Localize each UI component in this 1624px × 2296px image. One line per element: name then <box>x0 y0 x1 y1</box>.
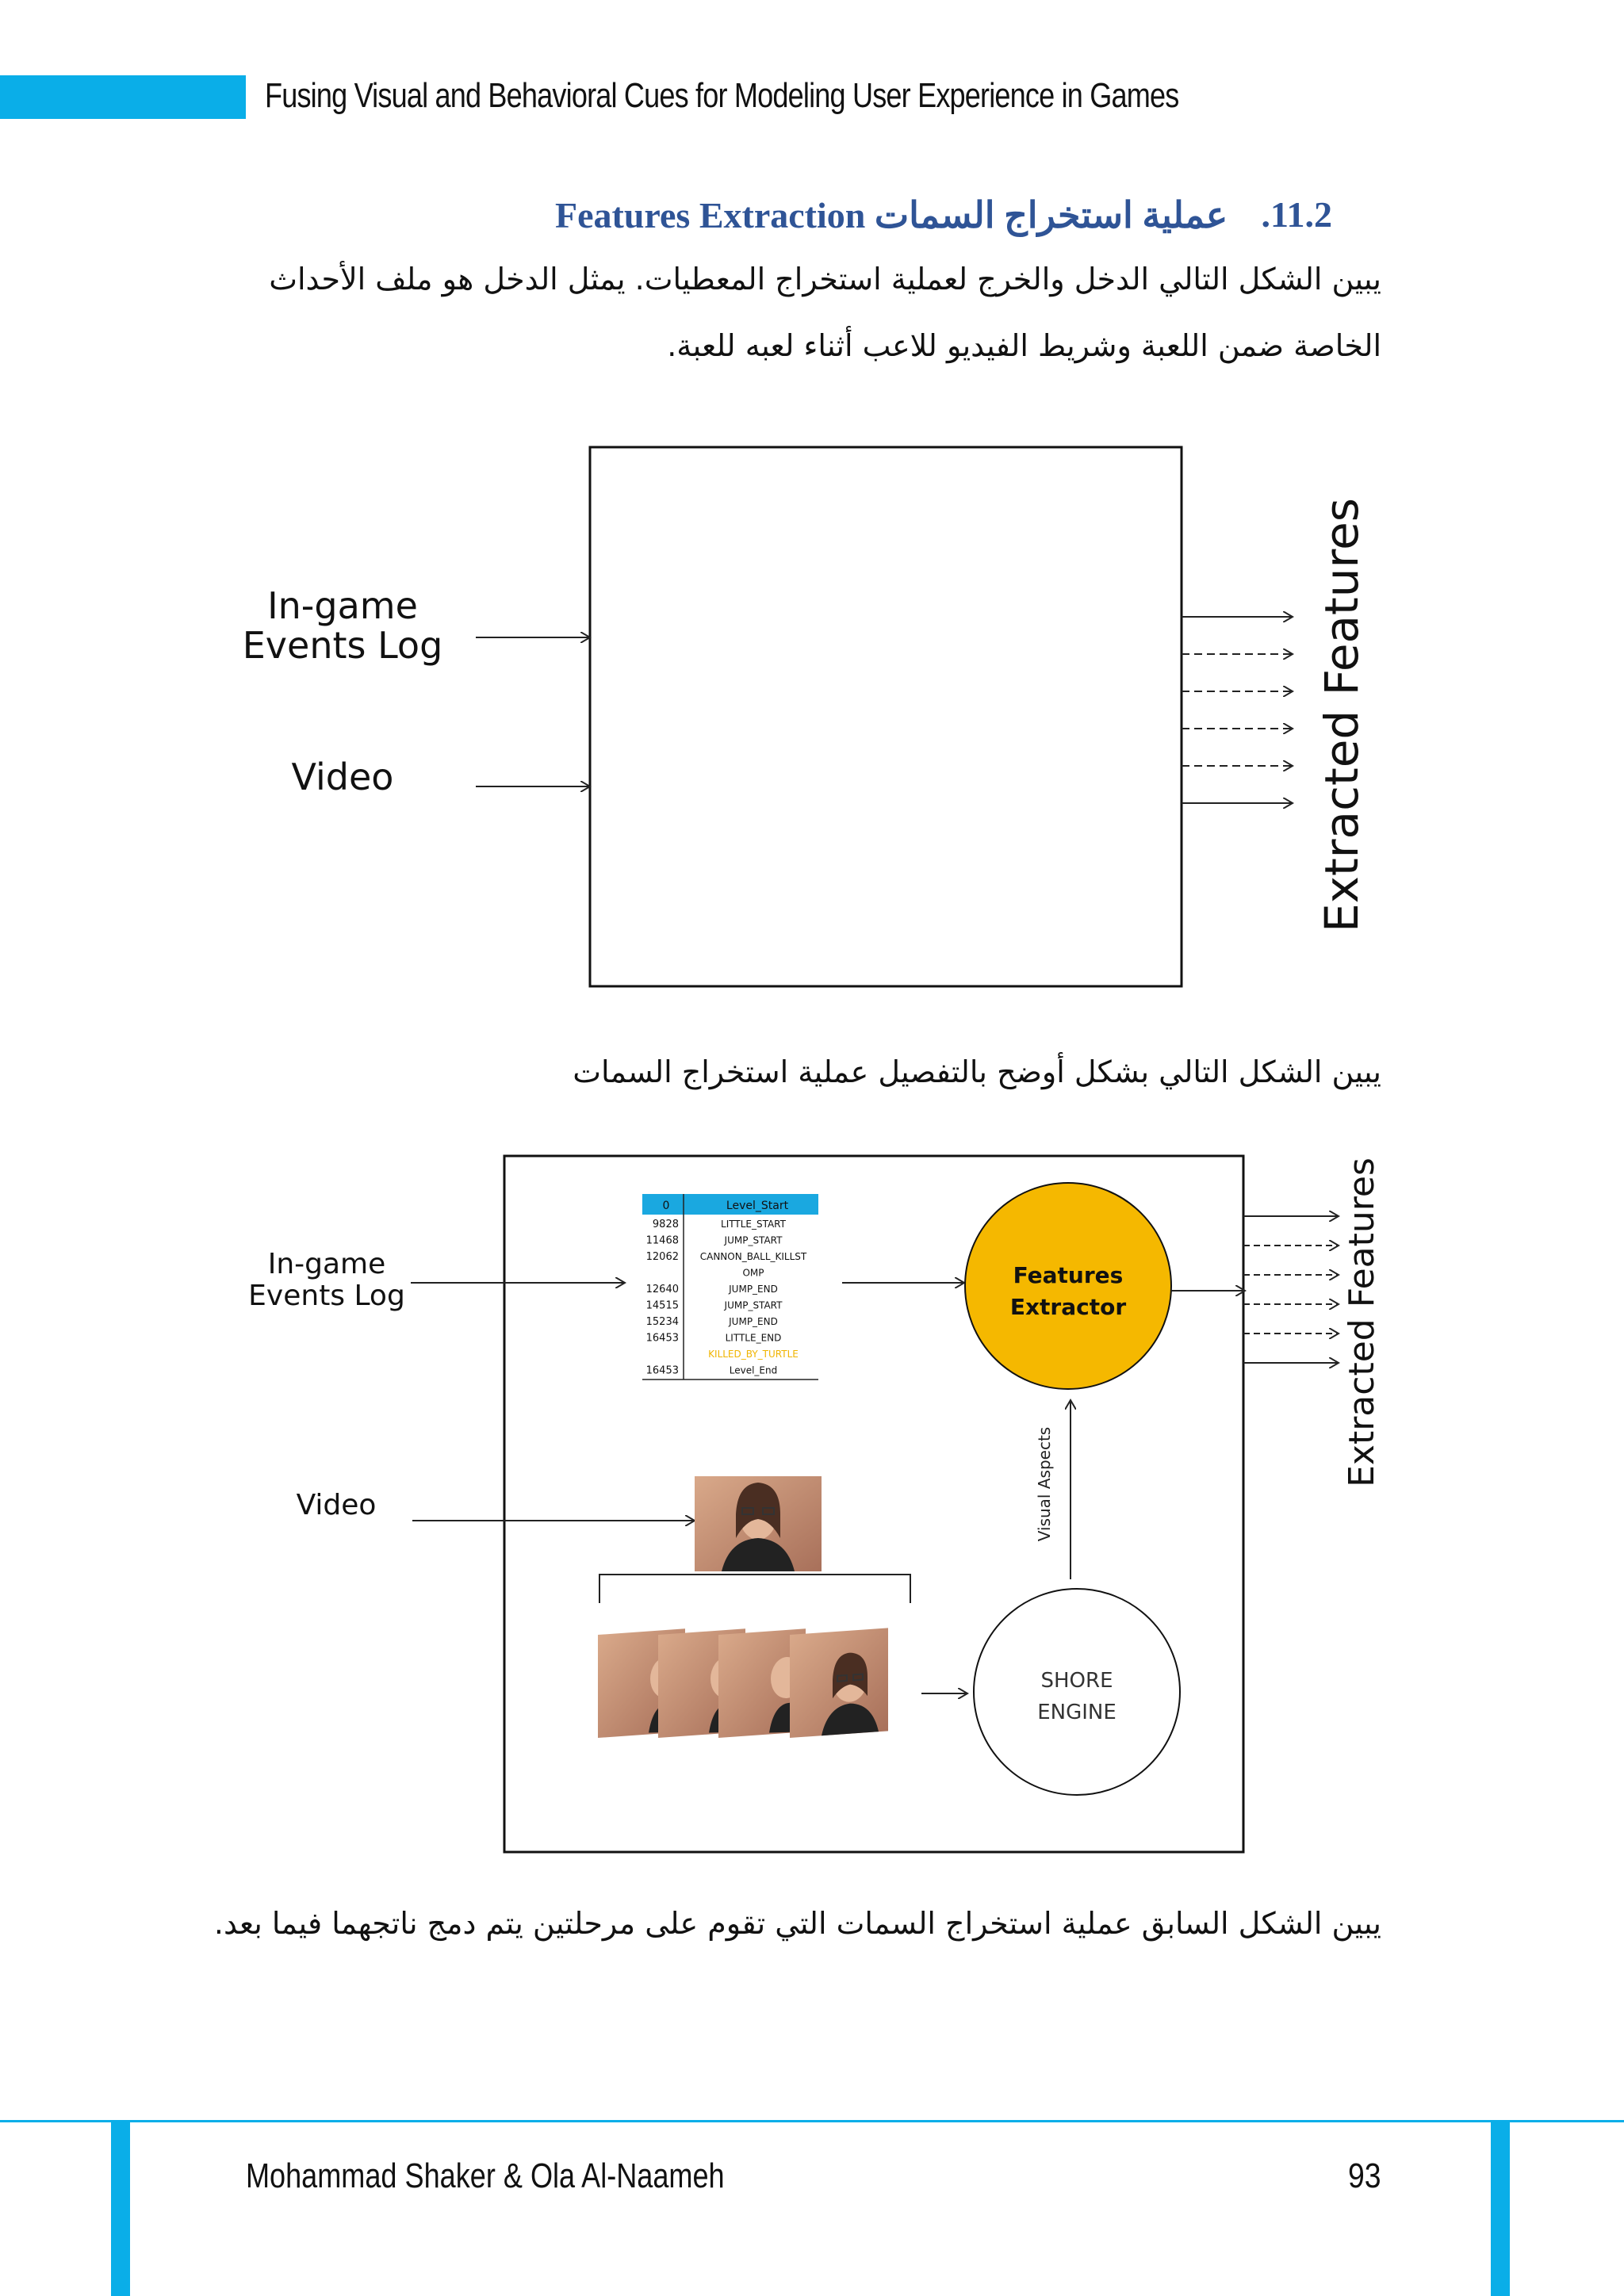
event-log-event: Level_End <box>730 1365 777 1376</box>
footer-rule <box>0 2120 1624 2122</box>
shore-engine-label-2: ENGINE <box>1037 1701 1116 1724</box>
header-accent-bar <box>0 75 246 119</box>
figure-1-input-events-label-1: In-game <box>267 584 418 627</box>
event-log-event: KILLED_BY_TURTLE <box>708 1349 799 1360</box>
section-title: Features Extraction عملية استخراج السمات <box>555 193 1228 236</box>
event-log-event: JUMP_START <box>724 1300 783 1311</box>
event-log-time: 15234 <box>646 1316 679 1328</box>
figure-2-output-label: Extracted Features <box>1342 1158 1382 1487</box>
event-log-event: JUMP_START <box>724 1235 783 1246</box>
event-log-time: 9828 <box>653 1219 679 1230</box>
section-number: .11.2 <box>1262 193 1332 235</box>
event-log-header-time: 0 <box>663 1200 670 1212</box>
event-log-event: JUMP_END <box>728 1284 778 1295</box>
event-log-time: 16453 <box>646 1333 679 1345</box>
figure-1-input-events-label-2: Events Log <box>243 624 443 667</box>
section-heading: Features Extraction عملية استخراج السمات… <box>555 190 1332 246</box>
event-log-event: OMP <box>742 1268 764 1279</box>
event-log-event: LITTLE_START <box>721 1219 787 1230</box>
shore-engine-label-1: SHORE <box>1040 1669 1113 1693</box>
event-log-time: 12062 <box>646 1251 679 1263</box>
paragraph-3: يبين الشكل السابق عملية استخراج السمات ا… <box>214 1906 1381 1941</box>
footer-accent-bar-right <box>1491 2120 1510 2296</box>
running-header-title: Fusing Visual and Behavioral Cues for Mo… <box>265 76 1178 116</box>
event-log-time: 12640 <box>646 1284 679 1295</box>
footer-accent-bar-left <box>111 2120 130 2296</box>
figure-1-output-label: Extracted Features <box>1315 498 1369 932</box>
event-log-event: CANNON_BALL_KILLST <box>700 1251 807 1262</box>
figure-1-process-box <box>590 447 1182 986</box>
features-extractor-label-2: Extractor <box>1010 1294 1126 1320</box>
figure-2-detailed-diagram: In-game Events Log Video 0 Level_Start 9… <box>238 1142 1427 1871</box>
frames-bracket <box>599 1575 910 1603</box>
event-log-header-event: Level_Start <box>726 1200 789 1212</box>
event-log-event: JUMP_END <box>728 1316 778 1327</box>
event-log-time: 16453 <box>646 1365 679 1377</box>
event-log-event: LITTLE_END <box>726 1333 782 1344</box>
figure-2-input-events-label-2: Events Log <box>248 1280 405 1312</box>
page-number: 93 <box>1348 2156 1375 2196</box>
footer-authors: Mohammad Shaker & Ola Al-Naameh <box>246 2156 725 2196</box>
paragraph-1-line-2: الخاصة ضمن اللعبة وشريط الفيديو للاعب أث… <box>667 328 1381 363</box>
event-log-time: 14515 <box>646 1300 679 1312</box>
video-frame-thumbnail <box>695 1476 822 1571</box>
figure-2-input-events-label-1: In-game <box>268 1248 386 1280</box>
paragraph-2: يبين الشكل التالي بشكل أوضح بالتفصيل عمل… <box>573 1054 1381 1089</box>
visual-aspects-label: Visual Aspects <box>1035 1427 1054 1541</box>
event-log-time: 11468 <box>646 1235 679 1247</box>
figure-1-io-diagram: In-game Events Log Video Extracted Featu… <box>238 428 1427 999</box>
paragraph-1-line-1: يبين الشكل التالي الدخل والخرج لعملية اس… <box>269 262 1381 297</box>
figure-2-input-video-label: Video <box>297 1489 377 1521</box>
figure-1-input-video-label: Video <box>292 756 394 798</box>
video-frames-stack <box>598 1628 888 1738</box>
features-extractor-label-1: Features <box>1013 1262 1124 1288</box>
